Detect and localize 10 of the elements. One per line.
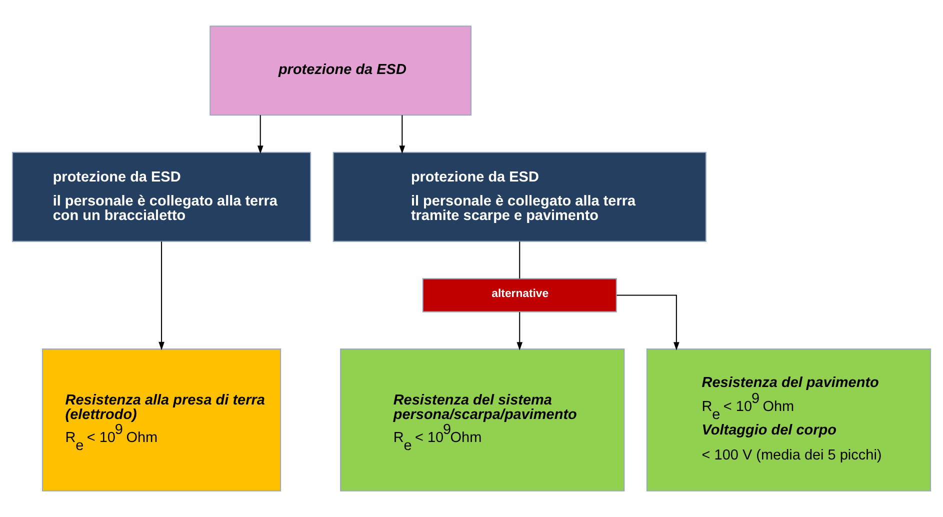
connector [519, 241, 520, 279]
arrow [257, 115, 264, 154]
node-box: protezione da ESD [210, 26, 472, 116]
arrow [399, 115, 406, 154]
arrow [158, 242, 164, 350]
node-box: protezione da ESD il personale è collegato alla terra tramite scarpe e pavimento [332, 152, 706, 242]
node-box: protezione da ESD il personale è collegato alla terra con un braccialetto [12, 152, 312, 242]
arrow [516, 312, 523, 350]
arrow [616, 294, 680, 350]
node-box: alternative [422, 278, 617, 312]
